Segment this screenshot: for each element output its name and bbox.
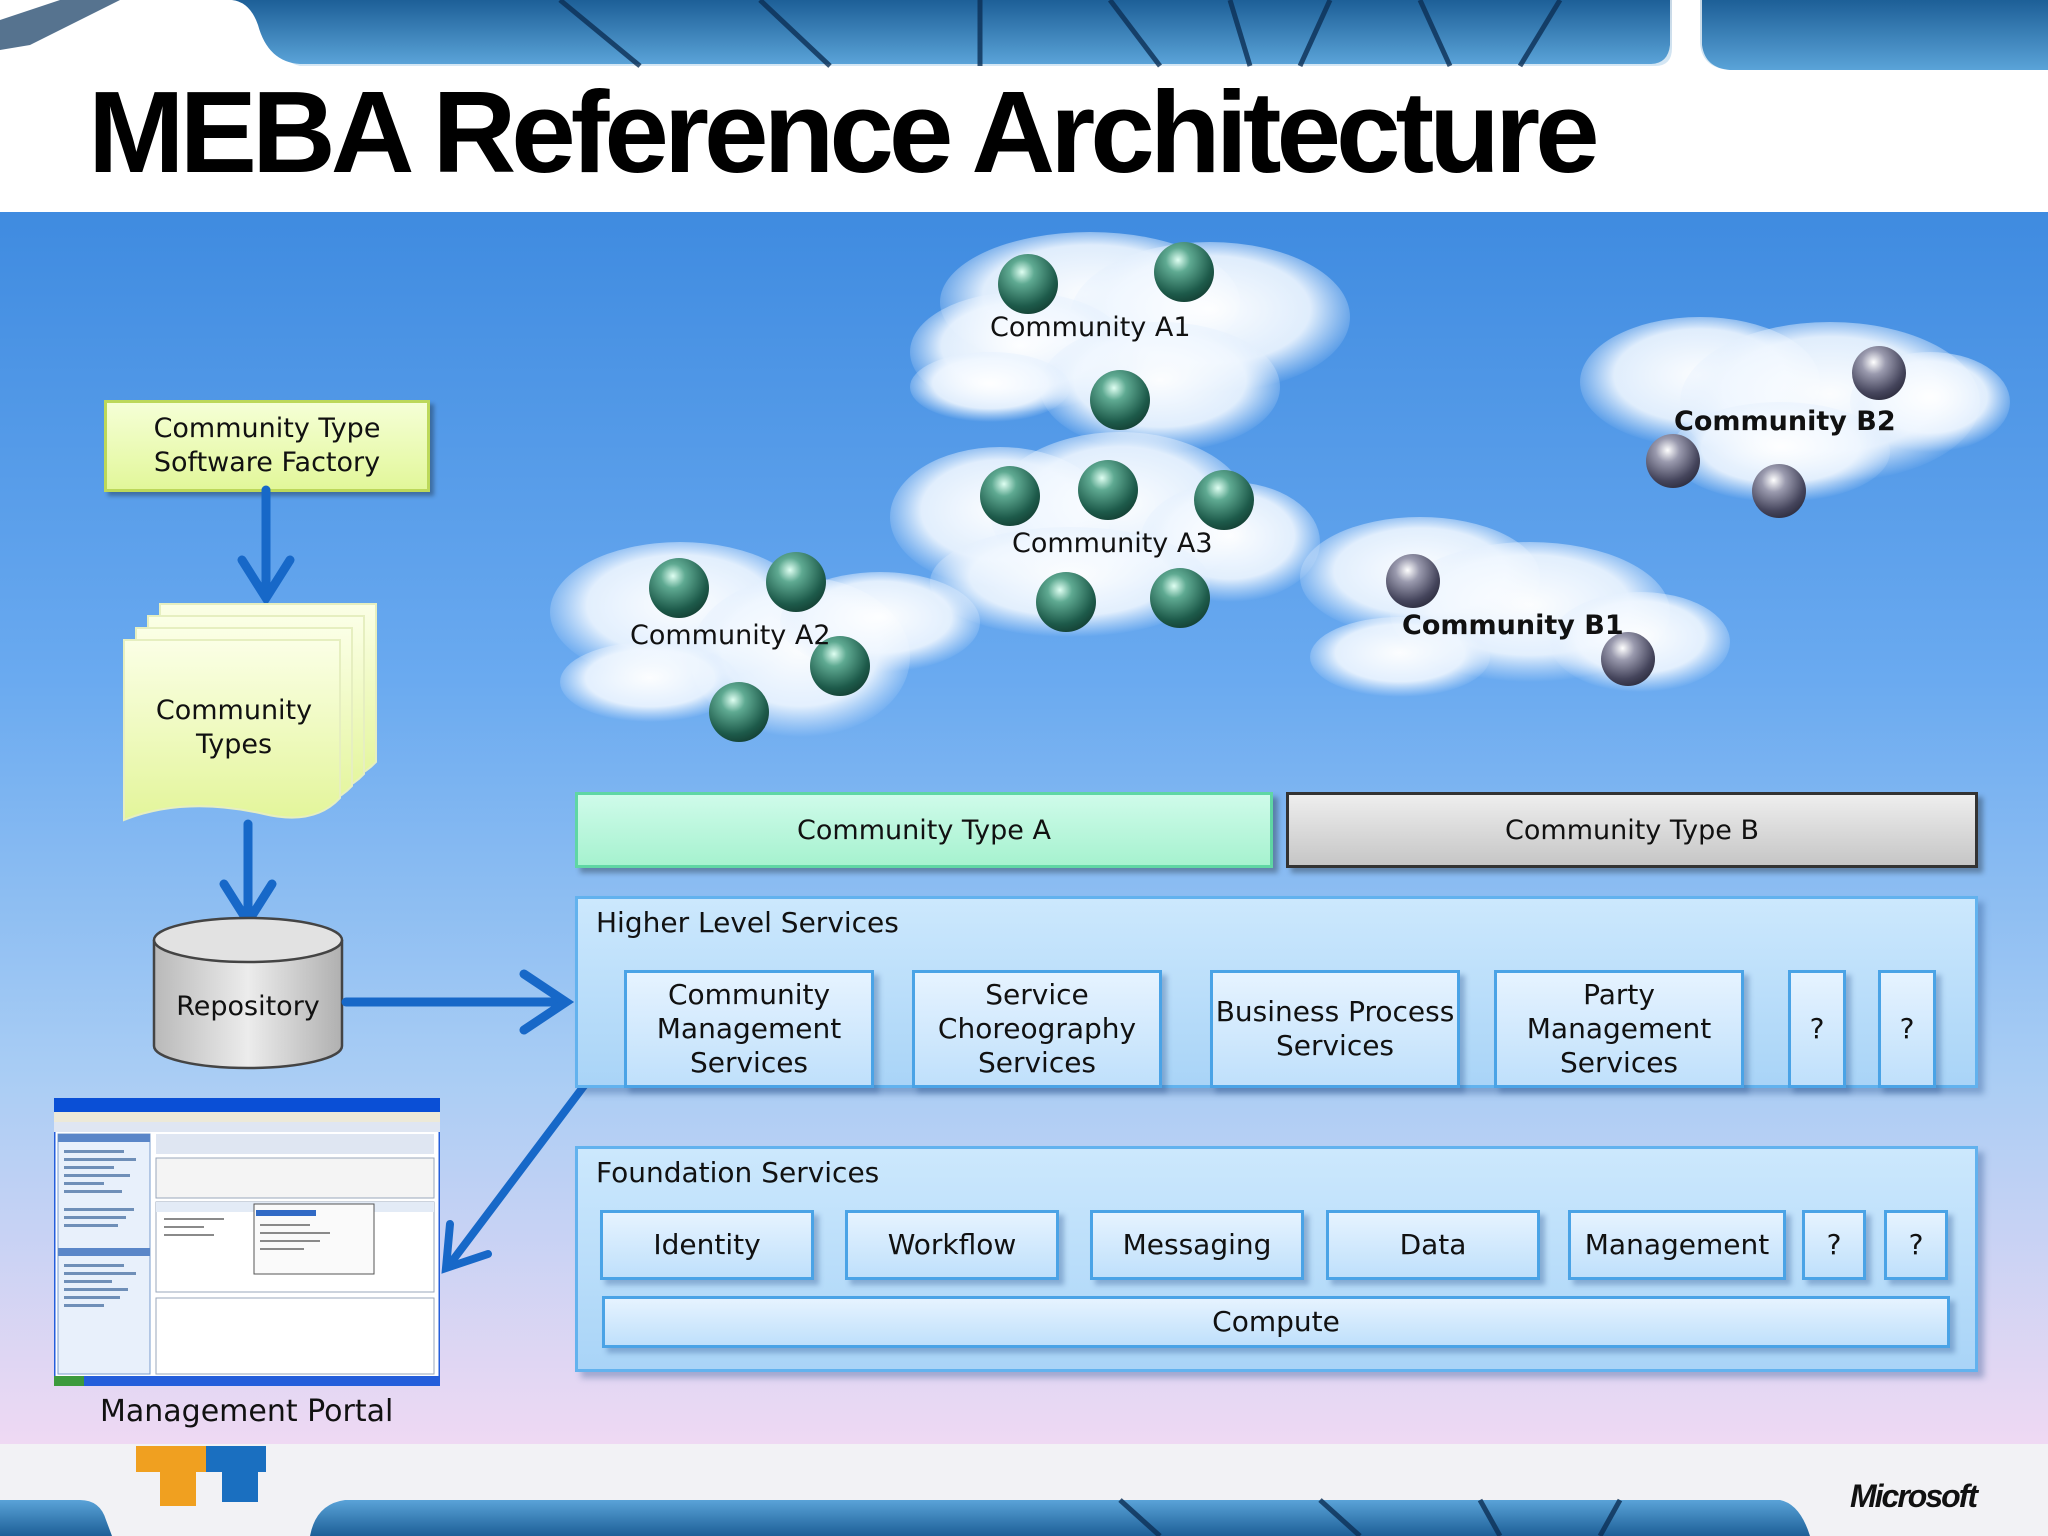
community-a3-node [1036,572,1096,632]
community-b1-node [1601,632,1655,686]
community-a2-node [766,552,826,612]
community-a2-node [649,558,709,618]
workflow-service-box: Workflow [845,1210,1059,1280]
higher-level-placeholder-box: ? [1878,970,1936,1088]
community-types-document: Community Types [155,695,313,760]
community-a2-node [709,682,769,742]
footer-banner: Microsoft [0,1444,2048,1536]
community-b2-node [1646,434,1700,488]
community-type-b-bar: Community Type B [1286,792,1978,868]
foundation-placeholder-box: ? [1802,1210,1866,1280]
identity-service-box: Identity [600,1210,814,1280]
software-factory-box: Community Type Software Factory [104,400,430,492]
community-a3-label: Community A3 [1012,528,1213,559]
header-banner [0,0,2048,72]
community-b1-node [1386,554,1440,608]
community-b2-node [1752,464,1806,518]
diagram-panel: Community A1 Community A2 Community A3 C… [0,212,2048,1444]
community-b2-label: Community B2 [1674,406,1896,437]
community-management-services-box: Community Management Services [624,970,874,1088]
community-a3-node [1194,470,1254,530]
higher-level-services-label: Higher Level Services [596,906,899,939]
community-a1-node [1090,370,1150,430]
party-management-services-box: Party Management Services [1494,970,1744,1088]
service-choreography-services-box: Service Choreography Services [912,970,1162,1088]
community-a2-label: Community A2 [630,620,831,651]
foundation-services-label: Foundation Services [596,1156,880,1189]
community-a1-node [998,254,1058,314]
community-a3-node [1078,460,1138,520]
community-b1-label: Community B1 [1402,610,1624,641]
messaging-service-box: Messaging [1090,1210,1304,1280]
foundation-placeholder-box: ? [1884,1210,1948,1280]
repository-cylinder: Repository [176,990,320,1022]
community-b2-node [1852,346,1906,400]
community-a1-node [1154,242,1214,302]
clouds-graphic [550,232,2010,737]
footer-graphic [0,1446,1810,1536]
business-process-services-box: Business Process Services [1210,970,1460,1088]
community-a3-node [1150,568,1210,628]
higher-level-placeholder-box: ? [1788,970,1846,1088]
slide-title: MEBA Reference Architecture [88,67,1600,197]
compute-service-box: Compute [602,1296,1950,1348]
management-portal-label: Management Portal [100,1394,394,1429]
header-banner-graphic [0,0,2048,70]
community-a3-node [980,466,1040,526]
management-service-box: Management [1568,1210,1786,1280]
community-a2-node [810,636,870,696]
connectors-graphic [123,485,630,1274]
management-portal-thumbnail[interactable] [54,1098,440,1386]
community-type-a-bar: Community Type A [575,792,1273,868]
microsoft-logo: Microsoft [1850,1478,1978,1514]
platform-logo [136,1446,266,1506]
data-service-box: Data [1326,1210,1540,1280]
community-a1-label: Community A1 [990,312,1191,343]
